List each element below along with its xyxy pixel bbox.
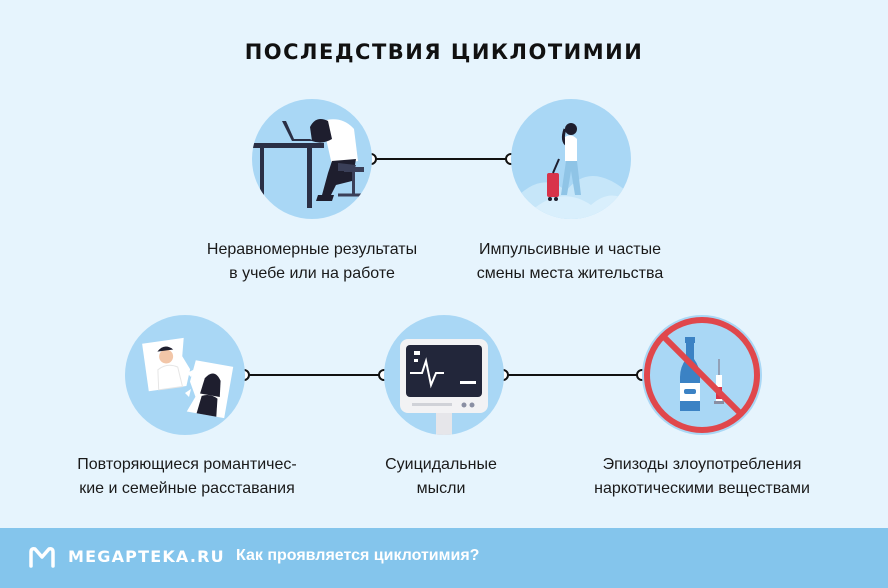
label-suicidal-thoughts: Суицидальные мысли: [385, 456, 497, 497]
brand-name[interactable]: MEGAPTEKA.RU: [68, 547, 225, 566]
page-title: ПОСЛЕДСТВИЯ ЦИКЛОТИМИИ: [244, 40, 644, 64]
footer-tagline: Как проявляется циклотимия?: [236, 547, 480, 564]
circle-substance: [642, 315, 762, 435]
torn-couple-photo-icon: [142, 337, 234, 419]
label-uneven-results: Неравномерные результаты в учебе или на …: [206, 241, 418, 282]
circle-desk: [252, 99, 372, 219]
label-breakups: Повторяющиеся романтичес- кие и семейные…: [77, 456, 297, 497]
person-at-desk-icon: [252, 119, 368, 208]
megapteka-logo-icon: [29, 547, 55, 568]
label-substance-abuse: Эпизоды злоупотребления наркотическими в…: [594, 456, 810, 497]
no-alcohol-drugs-icon: [644, 317, 760, 433]
footer-bar: MEGAPTEKA.RU Как проявляется циклотимия?: [0, 528, 888, 588]
heart-monitor-icon: [400, 339, 488, 435]
circle-breakup: [125, 315, 245, 435]
circle-monitor: [384, 315, 504, 435]
label-moving: Импульсивные и частые смены места житель…: [476, 241, 664, 282]
circle-travel: [511, 99, 631, 219]
traveler-with-suitcase-icon: [511, 123, 631, 219]
